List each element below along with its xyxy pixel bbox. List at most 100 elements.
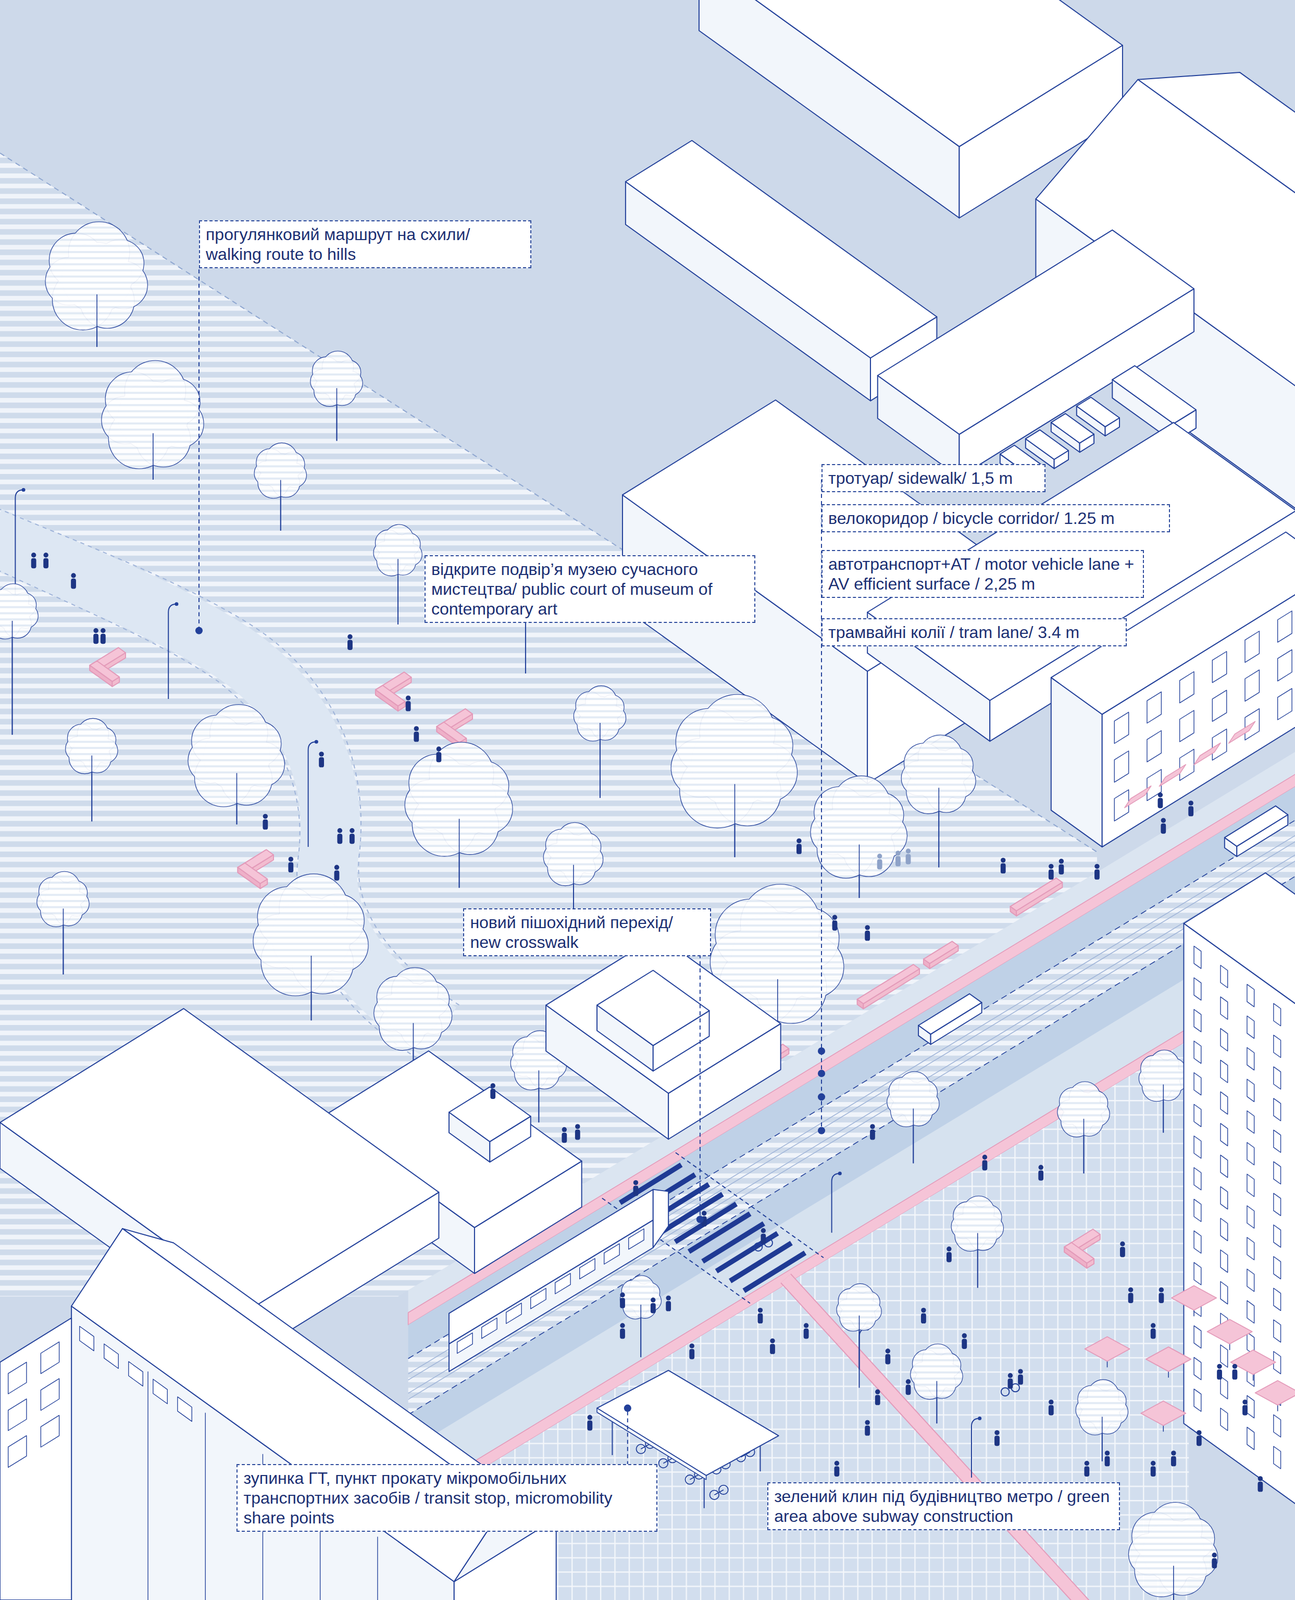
person-head [689, 1343, 695, 1349]
person-head [1171, 1450, 1176, 1456]
lamp-head [838, 1172, 842, 1176]
tree-crown-outline [640, 1283, 660, 1302]
leader-dot [817, 1069, 826, 1078]
window [1220, 1250, 1228, 1273]
tree-trunk [236, 773, 238, 825]
window [1147, 730, 1162, 763]
person-figure [877, 853, 883, 870]
cyclist-wheel [754, 1242, 763, 1252]
bicycle-path [785, 1278, 1092, 1600]
crosswalk-stripe [688, 1213, 751, 1252]
tree-crown-outline [310, 894, 365, 948]
person-figure [1017, 1368, 1024, 1385]
person-figure [490, 1083, 496, 1100]
tree [253, 874, 368, 1021]
tree-crown-outline [734, 716, 793, 776]
building-roof [449, 1087, 531, 1142]
tree-crown-outline [1173, 1518, 1215, 1560]
tree-crown [600, 694, 625, 719]
lamp-head [21, 488, 26, 492]
window [1193, 1389, 1202, 1412]
window [1220, 1281, 1228, 1305]
window [1193, 1041, 1202, 1064]
person-figure [1171, 1450, 1177, 1467]
person-figure [619, 1323, 626, 1339]
park-boundary [0, 153, 1098, 853]
tree-trunk [599, 714, 601, 799]
person-head [347, 634, 353, 640]
tree [620, 1275, 662, 1357]
person-figure [70, 573, 77, 589]
leader-line [198, 269, 200, 631]
bike-wheel [710, 1490, 720, 1500]
window [1273, 1035, 1281, 1058]
tree-trunk [335, 379, 338, 442]
window [128, 1361, 143, 1387]
person-head [633, 1180, 639, 1186]
window [1193, 946, 1202, 969]
person-body [650, 1303, 656, 1314]
tree-trunk [640, 1298, 642, 1358]
person-figure [93, 628, 99, 644]
window [506, 1303, 522, 1324]
person-body [619, 1298, 626, 1309]
window [1273, 1288, 1281, 1311]
person-body [100, 633, 106, 645]
window [1193, 1230, 1202, 1254]
bike-frame [689, 1474, 700, 1480]
person-figure [905, 1379, 912, 1396]
window [1220, 1155, 1228, 1178]
person-figure [1038, 1165, 1044, 1181]
person-figure [864, 1420, 870, 1436]
bench-roof [89, 661, 120, 682]
person-head [650, 1297, 656, 1303]
tree-trunk [280, 471, 282, 531]
window [481, 1317, 497, 1339]
person-body [318, 757, 325, 768]
person-figure [1058, 858, 1064, 875]
tree-trunk [936, 1381, 938, 1425]
person-head [905, 848, 911, 854]
person-body [633, 1186, 639, 1197]
window [1247, 1174, 1255, 1197]
person-body [405, 701, 412, 712]
building-wall [1183, 923, 1295, 1509]
tree-crown-outline [152, 378, 201, 427]
bench-roof [1064, 1242, 1094, 1264]
facade-line [205, 1412, 206, 1600]
tree-crown [96, 239, 144, 288]
person-head [875, 1389, 880, 1395]
person-figure [1128, 1287, 1134, 1304]
window [1273, 1003, 1281, 1027]
tree-trunk [977, 1233, 979, 1288]
person-body [905, 854, 912, 865]
window [1247, 1111, 1255, 1134]
window [1277, 649, 1292, 681]
person-figure [318, 751, 325, 768]
tree-trunk [96, 294, 98, 347]
leader-dot [817, 1047, 826, 1055]
person-body [1242, 1405, 1248, 1416]
person-body [1160, 823, 1166, 834]
tree [254, 443, 307, 531]
person-figure [1188, 800, 1194, 817]
window [1179, 710, 1194, 742]
street-lamp [831, 1173, 841, 1234]
person-head [1212, 1552, 1217, 1558]
person-body [1257, 1482, 1263, 1493]
window [8, 1399, 27, 1431]
tree-crown [310, 894, 365, 948]
person-figure [337, 828, 343, 844]
building-wall [0, 1317, 72, 1600]
person-head [405, 695, 411, 701]
person-body [413, 731, 419, 743]
tree-crown-outline [397, 533, 421, 556]
person-figure [650, 1297, 656, 1314]
awning [1124, 786, 1152, 808]
bench-roof [1010, 878, 1063, 912]
window [40, 1415, 59, 1448]
person-figure [31, 552, 37, 569]
tree-crown-outline [91, 727, 116, 752]
window [1212, 651, 1227, 683]
tree-crown [1083, 1091, 1108, 1116]
